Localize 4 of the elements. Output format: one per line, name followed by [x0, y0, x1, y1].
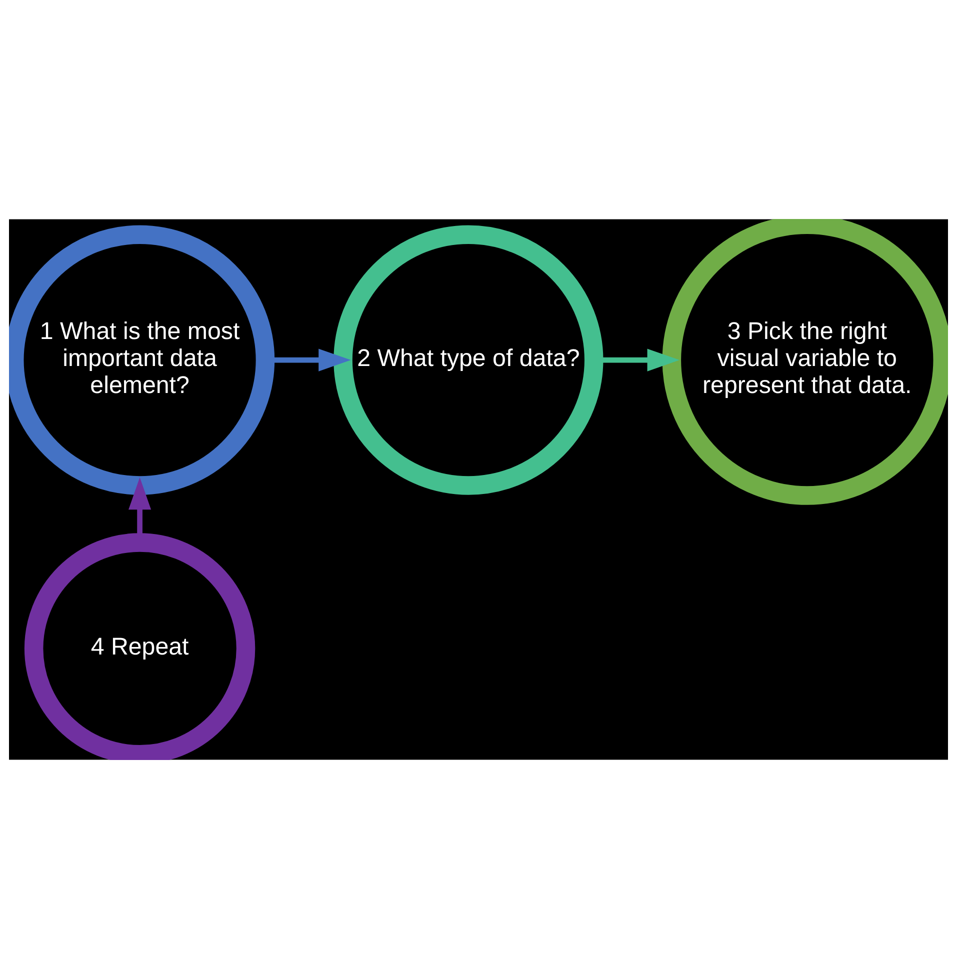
node-circle: 1 What is the most important data element? — [8, 224, 274, 494]
node-circle: 3 Pick the right visual variable to represent that data. — [662, 218, 948, 504]
node-circle: 4 Repeat — [24, 532, 255, 760]
node-circle: 2 What type of data? — [333, 224, 603, 494]
